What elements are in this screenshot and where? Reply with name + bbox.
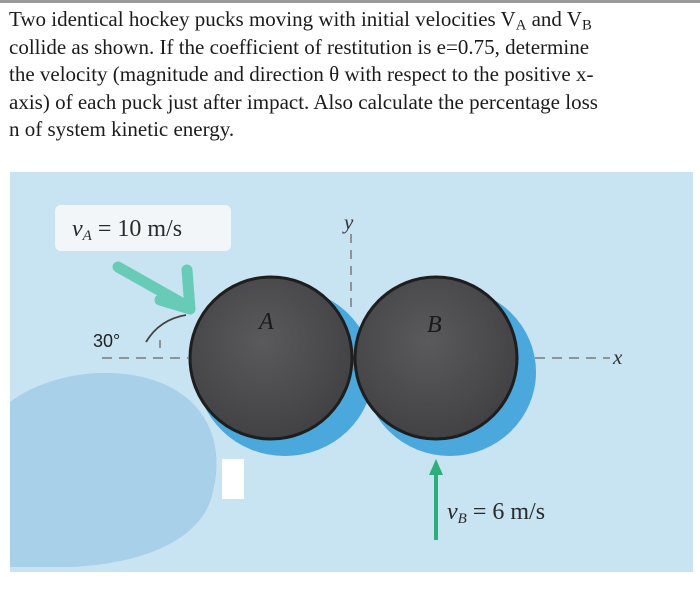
va-label: vA = 10 m/s: [72, 216, 182, 244]
vb-subscript: B: [581, 17, 592, 34]
vb-label-sub: B: [458, 511, 467, 527]
vb-label: vB = 6 m/s: [447, 499, 545, 527]
top-rule: [0, 0, 700, 3]
y-axis-label: y: [342, 210, 354, 234]
vb-label-box: [441, 488, 581, 534]
puck-b: [353, 275, 519, 441]
collision-figure: y x A B vA = 10 m/s 30° vB = 6 m/s: [10, 172, 693, 572]
va-label-box: [55, 205, 231, 251]
x-axis-label: x: [612, 345, 623, 369]
vb-arrow: [429, 459, 443, 540]
problem-line-1-mid: and V: [526, 7, 582, 31]
white-patch: [222, 459, 244, 499]
puck-a-label: A: [257, 309, 274, 335]
problem-line-1: Two identical hockey pucks moving with i…: [9, 6, 693, 34]
problem-line-3: the velocity (magnitude and direction θ …: [9, 62, 594, 86]
vb-label-value: = 6 m/s: [467, 499, 545, 525]
va-arrow: [112, 261, 196, 315]
puck-a: [188, 275, 354, 441]
problem-statement: Two identical hockey pucks moving with i…: [9, 6, 693, 144]
angle-arc: [145, 314, 187, 343]
va-label-sub: A: [82, 228, 93, 244]
angle-label: 30°: [93, 331, 120, 351]
puck-b-label: B: [427, 312, 442, 338]
problem-line-2: collide as shown. If the coefficient of …: [9, 34, 590, 59]
va-label-value: = 10 m/s: [92, 216, 182, 242]
problem-line-1-text: Two identical hockey pucks moving with i…: [9, 7, 516, 31]
vb-label-v: v: [447, 499, 458, 525]
problem-line-5: n of system kinetic energy.: [9, 117, 235, 141]
background-blob: [10, 372, 217, 567]
va-label-v: v: [72, 216, 83, 242]
va-subscript: A: [515, 17, 527, 34]
problem-line-4: axis) of each puck just after impact. Al…: [9, 89, 598, 114]
